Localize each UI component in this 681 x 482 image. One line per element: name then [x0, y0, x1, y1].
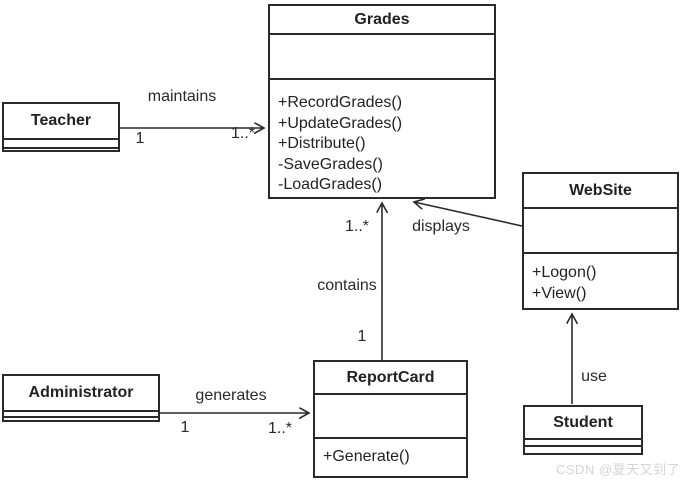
multiplicity-generates-source: 1	[180, 419, 190, 436]
class-name-reportcard: ReportCard	[315, 362, 466, 395]
method-item: -SaveGrades()	[278, 155, 383, 173]
multiplicity-maintains-target: 1..*	[230, 125, 256, 142]
multiplicity-contains-target: 1..*	[344, 218, 370, 235]
reportcard-methods-compartment: +Generate()	[315, 439, 466, 476]
student-methods-compartment	[525, 447, 641, 453]
method-item: +RecordGrades()	[278, 94, 403, 111]
teacher-methods-compartment	[4, 149, 118, 150]
method-item: +Generate()	[323, 448, 410, 465]
class-box-reportcard: ReportCard +Generate()	[313, 360, 468, 478]
multiplicity-generates-target: 1..*	[267, 420, 293, 437]
class-box-student: Student	[523, 405, 643, 455]
grades-attributes-compartment	[270, 35, 494, 80]
class-box-grades: Grades +RecordGrades() +UpdateGrades() +…	[268, 4, 496, 199]
class-box-website: WebSite +Logon() +View()	[522, 172, 679, 310]
method-item: +Distribute()	[278, 135, 366, 152]
grades-methods-compartment: +RecordGrades() +UpdateGrades() +Distrib…	[270, 80, 494, 197]
method-item: +View()	[532, 284, 587, 302]
class-name-grades: Grades	[270, 6, 494, 35]
student-attributes-compartment	[525, 440, 641, 447]
multiplicity-maintains-source: 1	[135, 130, 145, 147]
class-name-student: Student	[525, 407, 641, 440]
method-item: +Logon()	[532, 264, 597, 281]
association-label-contains: contains	[317, 277, 377, 294]
method-item: -LoadGrades()	[278, 176, 383, 193]
teacher-attributes-compartment	[4, 140, 118, 149]
class-name-administrator: Administrator	[4, 376, 158, 412]
class-box-teacher: Teacher	[2, 102, 120, 152]
csdn-watermark: CSDN @夏天又到了	[556, 462, 681, 477]
association-label-use: use	[581, 368, 607, 385]
association-label-maintains: maintains	[147, 88, 217, 105]
administrator-methods-compartment	[4, 418, 158, 420]
class-name-website: WebSite	[524, 174, 677, 209]
class-name-teacher: Teacher	[4, 104, 118, 140]
multiplicity-contains-source: 1	[357, 328, 367, 345]
association-label-displays: displays	[412, 218, 470, 235]
reportcard-attributes-compartment	[315, 395, 466, 439]
website-attributes-compartment	[524, 209, 677, 254]
website-methods-compartment: +Logon() +View()	[524, 254, 677, 308]
class-box-administrator: Administrator	[2, 374, 160, 422]
method-item: +UpdateGrades()	[278, 114, 403, 132]
administrator-attributes-compartment	[4, 412, 158, 418]
association-label-generates: generates	[195, 387, 267, 404]
